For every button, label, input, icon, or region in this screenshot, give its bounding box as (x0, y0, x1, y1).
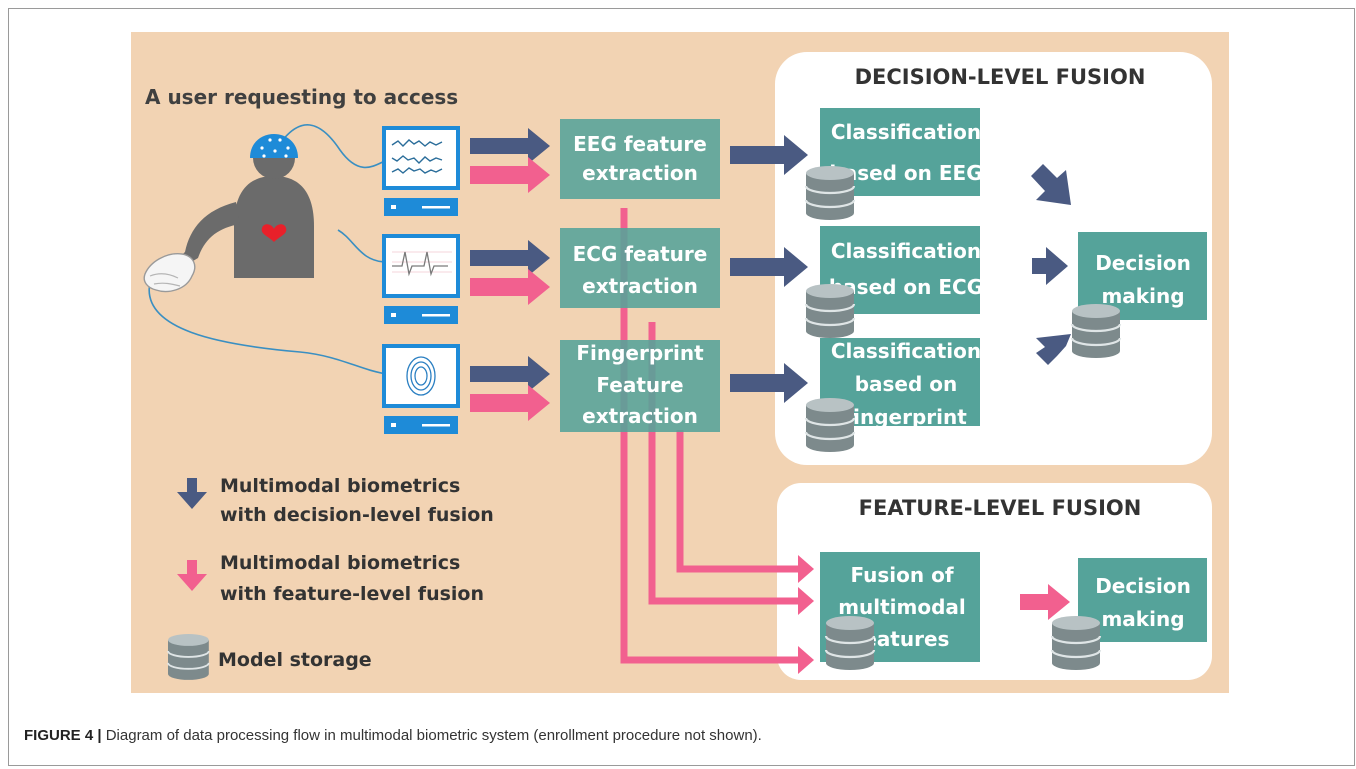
extraction-to-classification-arrows (730, 135, 808, 403)
classification-eeg-line1: Classification (831, 120, 981, 144)
feature-level-fusion-title: FEATURE-LEVEL FUSION (859, 496, 1142, 520)
figure-frame (8, 8, 1355, 766)
model-storage-feature-decision-icon (1050, 614, 1102, 672)
user-figure (143, 134, 314, 293)
figure-caption: FIGURE 4 | Diagram of data processing fl… (24, 727, 1334, 744)
sensor-wires (148, 124, 388, 375)
fingerprint-icon (406, 356, 436, 396)
ecg-extraction-line2: extraction (582, 274, 698, 298)
eeg-cap-icon (250, 134, 298, 158)
classification-to-decision-arrows (1031, 164, 1071, 365)
caption-label: FIGURE 4 | (24, 727, 102, 744)
legend-model-storage-icon (167, 633, 210, 681)
fingerprint-extraction-line3: extraction (582, 404, 698, 428)
eeg-feature-extraction-box (560, 119, 720, 199)
fingerprint-extraction-line2: Feature (596, 373, 683, 397)
classification-fingerprint-line3: fingerprint (845, 405, 967, 429)
model-storage-ecg-icon (804, 282, 856, 340)
feature-decision-making-line1: Decision (1095, 574, 1191, 598)
fingerprint-feature-extraction-box (560, 340, 720, 432)
legend-feature-line1: Multimodal biometrics (220, 552, 460, 574)
eeg-extraction-line2: extraction (582, 161, 698, 185)
ecg-feature-extraction-box (560, 228, 720, 308)
user-body (234, 176, 314, 278)
eeg-monitor-icon (382, 126, 460, 216)
model-storage-fingerprint-icon (804, 396, 856, 454)
decision-making-line1: Decision (1095, 251, 1191, 275)
monitor-to-extraction-arrows (470, 128, 550, 421)
legend-decision-line1: Multimodal biometrics (220, 475, 460, 497)
decision-level-fusion-title: DECISION-LEVEL FUSION (855, 65, 1146, 89)
user-label: A user requesting to access (145, 85, 458, 109)
model-storage-fusion-icon (824, 614, 876, 672)
fusion-line2: multimodal (838, 595, 966, 619)
legend-model-storage-label: Model storage (218, 649, 372, 671)
legend-decision-arrow-icon (177, 478, 207, 509)
legend-feature-arrow-icon (177, 560, 207, 591)
model-storage-decision-icon (1070, 302, 1122, 360)
feature-fusion-arrowheads (798, 555, 814, 674)
legend-feature-line2: with feature-level fusion (220, 583, 484, 605)
legend-decision-line2: with decision-level fusion (220, 504, 494, 526)
classification-ecg-line1: Classification (831, 239, 981, 263)
ecg-extraction-line1: ECG feature (573, 242, 708, 266)
eeg-extraction-line1: EEG feature (573, 132, 707, 156)
fusion-line1: Fusion of (850, 563, 953, 587)
classification-ecg-line2: based on ECG (829, 275, 983, 299)
classification-fingerprint-line1: Classification (831, 339, 981, 363)
ecg-monitor-icon (382, 234, 460, 324)
fingerprint-monitor-icon (382, 344, 460, 434)
user-arm (172, 202, 240, 270)
classification-fingerprint-line2: based on (855, 372, 958, 396)
fingerprint-extraction-line1: Fingerprint (576, 341, 704, 365)
feature-decision-making-line2: making (1101, 607, 1184, 631)
fusion-to-decision-arrow (1020, 584, 1070, 620)
pointing-hand-icon (143, 253, 196, 293)
model-storage-eeg-icon (804, 164, 856, 222)
caption-text: Diagram of data processing flow in multi… (101, 727, 762, 744)
classification-eeg-line2: based on EEG (829, 161, 982, 185)
decision-making-line2: making (1101, 284, 1184, 308)
heart-icon (261, 224, 287, 242)
